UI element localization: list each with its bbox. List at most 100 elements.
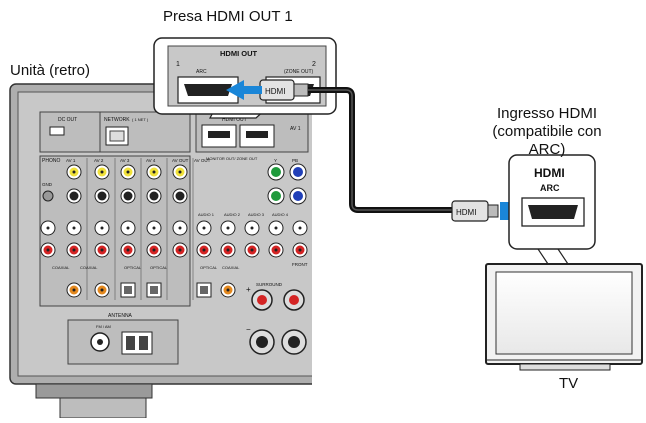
audio4-label: AUDIO 4 bbox=[272, 212, 289, 217]
optical-label-2: OPTICAL bbox=[150, 265, 168, 270]
av4-audio-l-jack-pin bbox=[152, 226, 156, 230]
av4-video-jack-pin bbox=[152, 170, 156, 174]
coaxial-label-3: COAXIAL bbox=[222, 265, 240, 270]
monitor-out-label: MONITOR OUT/ ZONE OUT bbox=[206, 156, 258, 161]
audio2-label: AUDIO 2 bbox=[224, 212, 241, 217]
optical-label-1: OPTICAL bbox=[124, 265, 142, 270]
audio-in-2-r-jack-pin bbox=[226, 248, 230, 252]
hdmi-cable-highlight bbox=[308, 89, 454, 211]
av1-svideo-inner bbox=[69, 191, 79, 201]
pb-label: PB bbox=[292, 158, 298, 163]
tv-screen bbox=[495, 271, 633, 355]
av1-coaxial-jack-pin bbox=[72, 288, 76, 292]
television bbox=[485, 263, 643, 371]
audio-input-jacks bbox=[196, 220, 308, 298]
coaxial-label-2: COAXIAL bbox=[80, 265, 98, 270]
gnd-label: GND bbox=[42, 182, 53, 187]
plus-mark: + bbox=[246, 285, 251, 294]
receiver-foot bbox=[35, 383, 153, 399]
tv-hdmi-plug-tip bbox=[487, 204, 499, 218]
usb-port[interactable] bbox=[49, 126, 65, 136]
av2-video-jack-pin bbox=[100, 170, 104, 174]
component-pb-ring bbox=[293, 167, 303, 177]
audio-coaxial-jack-pin bbox=[226, 288, 230, 292]
av4-svideo-inner bbox=[149, 191, 159, 201]
av3-svideo-inner bbox=[123, 191, 133, 201]
speaker-terminal-l-plus-cap bbox=[289, 295, 299, 305]
zoom-port1-number: 1 bbox=[176, 61, 180, 68]
component-y-ring bbox=[271, 167, 281, 177]
coaxial-label-1: COAXIAL bbox=[52, 265, 70, 270]
zoom-hdmi-out-title: HDMI OUT bbox=[220, 49, 257, 58]
av-input-label-5: AV OUT bbox=[172, 158, 189, 163]
phono-label: PHONO bbox=[42, 158, 60, 164]
tv-hdmi-input-line1: Ingresso HDMI bbox=[496, 105, 598, 122]
av5-video-jack-pin bbox=[178, 170, 182, 174]
tv-port-hdmi-title: HDMI bbox=[534, 166, 565, 180]
speaker-terminal-r-plus-cap bbox=[257, 295, 267, 305]
zoom-port1-sub: ARC bbox=[196, 69, 207, 75]
y-label: Y bbox=[274, 158, 277, 163]
av4-audio-r-jack-pin bbox=[152, 248, 156, 252]
network-port-inner bbox=[109, 130, 125, 142]
component-y2-ring bbox=[271, 191, 281, 201]
zoom-port2-sub: (ZONE OUT) bbox=[284, 69, 313, 75]
gnd-terminal[interactable] bbox=[42, 190, 54, 202]
audio-in-1-l-jack-pin bbox=[202, 226, 206, 230]
av-input-columns: AV 1 AV 2 AV 3 AV 4 AV OUT bbox=[40, 158, 194, 300]
tv-hdmi-input-label: Ingresso HDMI (compatibile con ARC) bbox=[478, 105, 616, 159]
tv-port-arc-label: ARC bbox=[540, 183, 560, 193]
av3-optical-inner bbox=[124, 286, 132, 294]
av-input-label-4: AV 4 bbox=[146, 158, 156, 163]
component-pb2-ring bbox=[293, 191, 303, 201]
zoom-port2-number: 2 bbox=[312, 61, 316, 68]
tv-stand bbox=[519, 363, 611, 371]
av-input-label-2: AV 2 bbox=[94, 158, 104, 163]
av5-audio-l-jack-pin bbox=[178, 226, 182, 230]
hdmi-out-zoom-callout: HDMI OUT 1 ARC 2 (ZONE OUT) HDMI bbox=[153, 37, 337, 119]
audio-in-3-r-jack-pin bbox=[250, 248, 254, 252]
av-input-label-1: AV 1 bbox=[66, 158, 76, 163]
front-label: FRONT bbox=[292, 262, 308, 267]
antenna-sub-label: FM / AM bbox=[96, 324, 111, 329]
am-clip-1 bbox=[126, 336, 135, 350]
tv-hdmi-port-callout: HDMI ARC bbox=[508, 154, 596, 265]
speaker-terminals: + − bbox=[246, 285, 307, 355]
tv-plug-label: HDMI bbox=[456, 208, 476, 217]
speaker-terminal-l-minus-cap bbox=[288, 336, 300, 348]
audio3-label: AUDIO 3 bbox=[248, 212, 265, 217]
av2-audio-r-jack-pin bbox=[100, 248, 104, 252]
audio-in-4-r-jack-pin bbox=[274, 248, 278, 252]
av5-audio-r-jack-pin bbox=[178, 248, 182, 252]
receiver-rear-panel: DC OUT NETWORK ( 1 NET ) HDMI OUT AV 1 P… bbox=[9, 83, 312, 418]
minus-mark: − bbox=[246, 325, 251, 334]
receiver-foot-base bbox=[59, 397, 147, 418]
av3-video-jack-pin bbox=[126, 170, 130, 174]
av3-audio-r-jack-pin bbox=[126, 248, 130, 252]
audio-in-5-r-jack-pin bbox=[298, 248, 302, 252]
am-clip-2 bbox=[139, 336, 148, 350]
av-out-label: AV OUT bbox=[194, 158, 211, 163]
network-label: NETWORK bbox=[104, 117, 130, 123]
zoom-hdmi-port-1-slot bbox=[184, 84, 232, 96]
audio-in-5-l-jack-pin bbox=[298, 226, 302, 230]
phono-l-jack-pin bbox=[46, 226, 50, 230]
audio-in-2-l-jack-pin bbox=[226, 226, 230, 230]
av1-audio-r-jack-pin bbox=[72, 248, 76, 252]
network-sub-label: ( 1 NET ) bbox=[132, 117, 149, 122]
fm-antenna-pin bbox=[97, 339, 103, 345]
surround-label: SURROUND bbox=[256, 282, 283, 287]
antenna-label: ANTENNA bbox=[108, 313, 133, 319]
av-input-label-3: AV 3 bbox=[120, 158, 130, 163]
audio-in-4-l-jack-pin bbox=[274, 226, 278, 230]
hdmi-out-panel-label: HDMI OUT bbox=[222, 117, 247, 123]
av1-audio-l-jack-pin bbox=[72, 226, 76, 230]
zoom-plug-label: HDMI bbox=[265, 87, 285, 96]
audio1-label: AUDIO 1 bbox=[198, 212, 215, 217]
audio-optical-inner bbox=[200, 286, 208, 294]
av1-top-label: AV 1 bbox=[290, 126, 301, 132]
phono-r-jack-pin bbox=[46, 248, 50, 252]
av1-video-jack-pin bbox=[72, 170, 76, 174]
panel-hdmi-port-2-slot bbox=[246, 131, 268, 138]
